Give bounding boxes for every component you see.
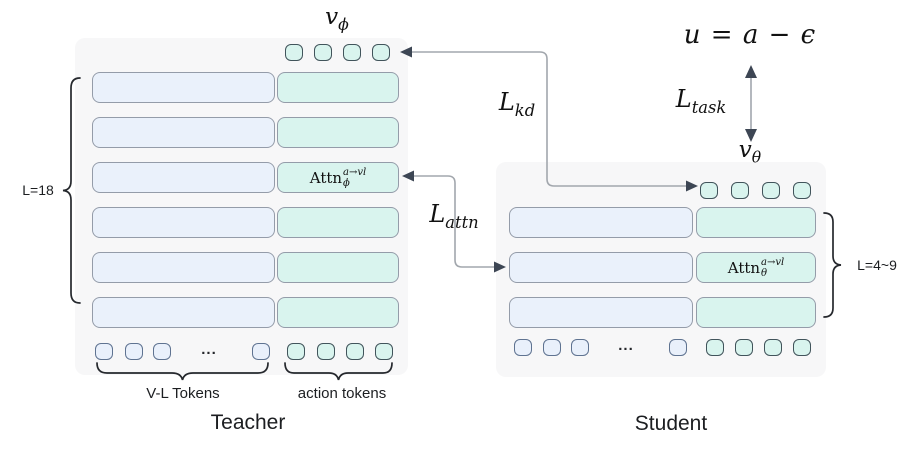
task-arrowhead-up — [745, 65, 757, 78]
task-equation: u = a − ϵ — [683, 20, 817, 50]
kd-loss-label: Lkd — [499, 88, 535, 120]
student-depth-label: L=4~9 — [857, 257, 897, 273]
attn-loss-sub: attn — [445, 212, 479, 232]
attn-loss-label: Lattn — [429, 200, 478, 232]
student-action-token — [764, 339, 782, 356]
teacher-vl-token — [95, 343, 113, 360]
teacher-vl-token — [125, 343, 143, 360]
vl-tokens-group-label: V-L Tokens — [146, 385, 220, 402]
teacher-attn-sup: a→vl — [343, 167, 367, 178]
teacher-vl-token — [153, 343, 171, 360]
student-vl-box-2 — [509, 252, 693, 283]
teacher-output-var: vϕ — [325, 4, 349, 34]
teacher-output-token — [343, 44, 361, 61]
teacher-vl-box-6 — [92, 297, 275, 328]
teacher-action-token — [346, 343, 364, 360]
teacher-attn-base: Attn — [309, 168, 343, 187]
student-token-ellipsis: ... — [618, 337, 634, 354]
attn-loss-base: L — [429, 200, 446, 228]
teacher-vl-box-2 — [92, 117, 275, 148]
teacher-action-token — [375, 343, 393, 360]
student-vl-token — [514, 339, 532, 356]
teacher-action-box-4 — [277, 207, 399, 238]
student-action-box-3 — [696, 297, 816, 328]
student-vl-token — [669, 339, 687, 356]
student-output-token — [700, 182, 718, 199]
teacher-vl-box-3 — [92, 162, 275, 193]
teacher-caption: Teacher — [210, 411, 286, 434]
student-vl-token — [571, 339, 589, 356]
student-output-token — [731, 182, 749, 199]
student-output-var-base: v — [738, 137, 752, 163]
task-loss-base: L — [675, 85, 692, 113]
action-tokens-group-label: action tokens — [297, 385, 387, 402]
teacher-output-token — [314, 44, 332, 61]
student-caption: Student — [634, 412, 708, 435]
task-loss-sub: task — [691, 97, 727, 117]
teacher-output-var-base: v — [325, 4, 339, 30]
teacher-action-box-2 — [277, 117, 399, 148]
student-attn-sub: θ — [761, 267, 768, 279]
student-output-var: vθ — [739, 137, 761, 167]
teacher-action-token — [287, 343, 305, 360]
student-vl-token — [543, 339, 561, 356]
student-action-box-1 — [696, 207, 816, 238]
task-loss-label: Ltask — [676, 85, 726, 117]
student-attn-base: Attn — [727, 258, 761, 277]
teacher-action-box-5 — [277, 252, 399, 283]
teacher-attn-sub: ϕ — [343, 177, 350, 189]
student-action-token — [735, 339, 753, 356]
teacher-action-box-6 — [277, 297, 399, 328]
teacher-output-var-sub: ϕ — [338, 14, 349, 34]
kd-loss-sub: kd — [514, 100, 536, 120]
teacher-vl-box-4 — [92, 207, 275, 238]
student-action-token — [793, 339, 811, 356]
teacher-vl-box-5 — [92, 252, 275, 283]
student-attn-sup: a→vl — [761, 257, 785, 268]
student-vl-box-1 — [509, 207, 693, 238]
student-depth-brace — [823, 212, 842, 318]
student-output-token — [793, 182, 811, 199]
student-output-token — [762, 182, 780, 199]
teacher-token-ellipsis: ... — [201, 341, 217, 358]
teacher-output-token — [285, 44, 303, 61]
student-vl-box-3 — [509, 297, 693, 328]
student-output-var-sub: θ — [751, 147, 762, 167]
teacher-vl-box-1 — [92, 72, 275, 103]
teacher-vl-token — [252, 343, 270, 360]
teacher-action-token — [317, 343, 335, 360]
teacher-depth-label: L=18 — [22, 182, 54, 198]
student-action-token — [706, 339, 724, 356]
kd-loss-base: L — [498, 88, 515, 116]
teacher-output-token — [372, 44, 390, 61]
teacher-action-box-1 — [277, 72, 399, 103]
